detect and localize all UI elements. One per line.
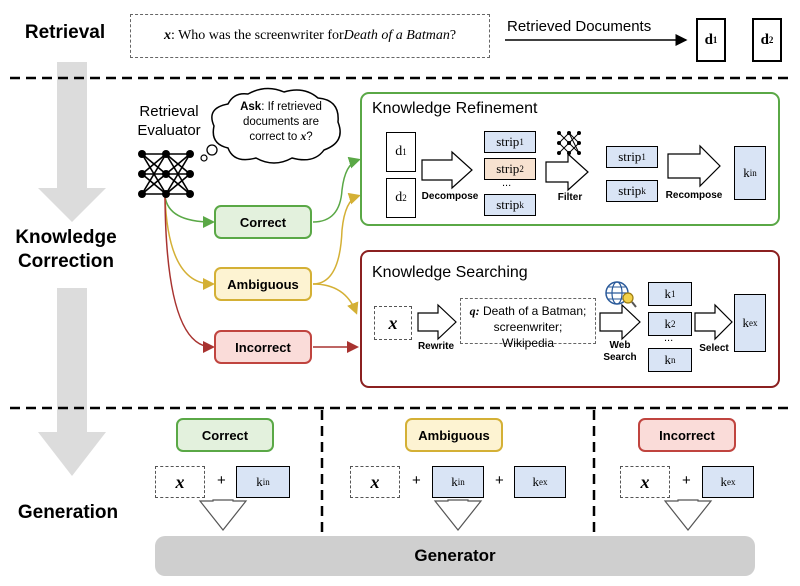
gen-correct-badge: Correct (176, 418, 274, 452)
gen-incorrect-x: x (620, 466, 670, 498)
filter-label: Filter (557, 192, 583, 203)
hollow-arrow-icon (417, 303, 457, 341)
gen-incorrect-plus: + (682, 472, 691, 489)
hollow-arrow-icon (545, 152, 589, 192)
searching-title: Knowledge Searching (372, 264, 528, 281)
rewrite-label: Rewrite (417, 341, 455, 352)
branch-ambiguous (164, 195, 215, 290)
action-correct: Correct (214, 205, 312, 239)
hollow-arrow-icon (198, 499, 248, 531)
ambiguous-to-searching (312, 283, 359, 315)
neural-net-icon (138, 150, 194, 198)
hollow-arrow-icon (667, 144, 721, 188)
gen-correct-plus: + (217, 472, 226, 489)
ask-text: Ask: If retrieved documents are correct … (240, 101, 322, 143)
arrow-correction-to-generation (38, 288, 106, 476)
k-ellipsis: ... (664, 332, 674, 344)
hollow-arrow-icon (599, 303, 641, 341)
knowledge-refinement-panel: Knowledge Refinement (360, 92, 780, 226)
correct-to-refinement (312, 156, 361, 223)
gen-ambiguous-plus-1: + (412, 472, 421, 489)
phase-label-retrieval: Retrieval (24, 22, 106, 43)
gen-correct-x: x (155, 466, 205, 498)
gen-ambiguous-plus-2: + (495, 472, 504, 489)
knowledge-searching-panel: Knowledge Searching (360, 250, 780, 388)
hollow-arrow-icon (694, 303, 733, 341)
select-label: Select (699, 343, 729, 354)
filter-net-icon (557, 131, 581, 155)
search-query-x: x (374, 306, 412, 340)
strip-ellipsis: ... (502, 177, 512, 189)
gen-ambiguous-badge: Ambiguous (405, 418, 503, 452)
ambiguous-to-refinement (312, 192, 361, 285)
retrieved-documents-label: Retrieved Documents (507, 18, 652, 35)
phase-label-generation: Generation (17, 502, 119, 523)
gen-ambiguous-x: x (350, 466, 400, 498)
query-box: x: Who was the screenwriter for Death of… (130, 14, 490, 58)
decompose-label: Decompose (421, 191, 479, 202)
rewritten-query-box: q: Death of a Batman; screenwriter; Wiki… (460, 298, 596, 350)
action-ambiguous: Ambiguous (214, 267, 312, 301)
hollow-arrow-icon (433, 499, 483, 531)
generator-bar: Generator (155, 536, 755, 576)
phase-label-correction: Knowledge Correction (15, 227, 117, 272)
hollow-arrow-icon (663, 499, 713, 531)
thought-bubble-icon (200, 87, 341, 164)
action-incorrect: Incorrect (214, 330, 312, 364)
globe-search-icon (605, 281, 637, 308)
refinement-title: Knowledge Refinement (372, 100, 538, 117)
arrow-retrieval-to-correction (38, 62, 106, 222)
hollow-arrow-icon (421, 150, 473, 190)
recompose-label: Recompose (665, 190, 723, 201)
branch-incorrect (164, 195, 215, 353)
branch-correct (164, 195, 215, 228)
gen-incorrect-badge: Incorrect (638, 418, 736, 452)
